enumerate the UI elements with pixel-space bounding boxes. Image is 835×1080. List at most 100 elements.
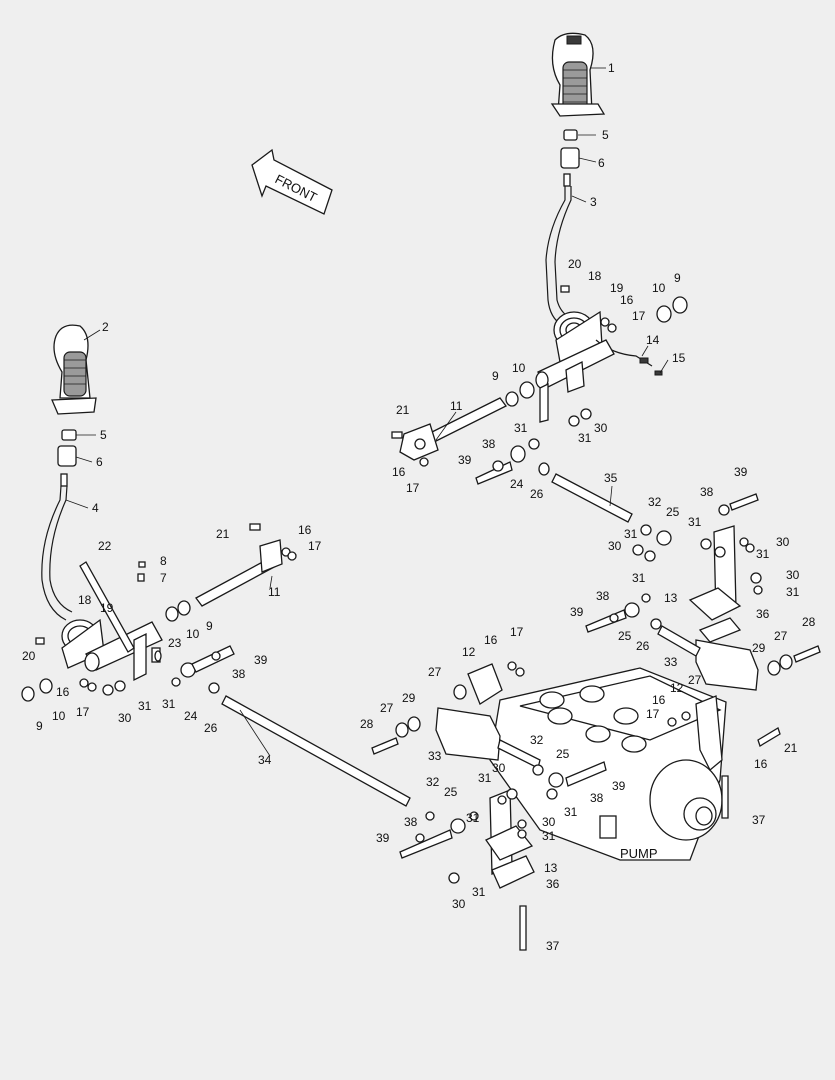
callout-35: 35 — [604, 471, 618, 485]
callout-26b: 26 — [636, 639, 650, 653]
callout-9b: 9 — [492, 369, 499, 383]
callout-38b: 38 — [700, 485, 714, 499]
callout-20b: 20 — [22, 649, 36, 663]
callout-29b: 29 — [752, 641, 766, 655]
callout-38d: 38 — [232, 667, 246, 681]
callout-25c: 25 — [556, 747, 570, 761]
callout-16g: 16 — [754, 757, 768, 771]
callout-17e: 17 — [510, 625, 524, 639]
callout-11: 11 — [450, 399, 463, 413]
callout-25d: 25 — [444, 785, 458, 799]
leader-lines — [65, 67, 669, 757]
callout-9c: 9 — [206, 619, 213, 633]
callout-19: 19 — [610, 281, 624, 295]
callout-25: 25 — [666, 505, 680, 519]
callout-31j: 31 — [478, 771, 492, 785]
callout-32c: 32 — [426, 775, 440, 789]
callout-27: 27 — [428, 665, 442, 679]
callout-31h: 31 — [138, 699, 152, 713]
callout-17c: 17 — [308, 539, 322, 553]
callout-36: 36 — [756, 607, 770, 621]
callout-39d: 39 — [254, 653, 268, 667]
callout-38e: 38 — [590, 791, 604, 805]
callout-19b: 19 — [100, 601, 114, 615]
callout-33b: 33 — [664, 655, 678, 669]
callout-25b: 25 — [618, 629, 632, 643]
callout-31c: 31 — [624, 527, 638, 541]
callout-10c: 10 — [186, 627, 200, 641]
callout-31d: 31 — [688, 515, 702, 529]
callout-39e: 39 — [612, 779, 626, 793]
callout-21c: 21 — [784, 741, 798, 755]
callout-36b: 36 — [546, 877, 560, 891]
callout-30f: 30 — [492, 761, 506, 775]
callout-30: 30 — [594, 421, 608, 435]
callout-28: 28 — [360, 717, 374, 731]
callout-16f: 16 — [652, 693, 666, 707]
callout-31f: 31 — [632, 571, 646, 585]
callout-5b: 5 — [100, 428, 107, 442]
callout-34: 34 — [258, 753, 272, 767]
callout-39: 39 — [458, 453, 472, 467]
callout-30d: 30 — [786, 568, 800, 582]
callout-15: 15 — [672, 351, 686, 365]
callout-39f: 39 — [376, 831, 390, 845]
callout-18b: 18 — [78, 593, 92, 607]
callout-39c: 39 — [570, 605, 584, 619]
callout-32b: 32 — [530, 733, 544, 747]
callout-29: 29 — [402, 691, 416, 705]
callout-10b: 10 — [512, 361, 526, 375]
callout-24: 24 — [510, 477, 524, 491]
callout-37: 37 — [752, 813, 766, 827]
callout-33: 33 — [428, 749, 442, 763]
callout-27d: 27 — [774, 629, 788, 643]
callout-30e: 30 — [118, 711, 132, 725]
callout-31l: 31 — [466, 811, 480, 825]
callout-32: 32 — [648, 495, 662, 509]
callout-37b: 37 — [546, 939, 560, 953]
callout-11b: 11 — [268, 585, 281, 599]
callout-1: 1 — [608, 61, 615, 75]
callout-16e: 16 — [484, 633, 498, 647]
callout-labels: 1 2 3 4 5 5 6 6 7 8 9 9 9 9 10 10 10 10 … — [22, 61, 816, 953]
callout-13b: 13 — [544, 861, 558, 875]
callout-27b: 27 — [380, 701, 394, 715]
callout-16: 16 — [620, 293, 634, 307]
callout-23: 23 — [168, 636, 182, 650]
callout-5: 5 — [602, 128, 609, 142]
callout-12: 12 — [462, 645, 476, 659]
callout-39b: 39 — [734, 465, 748, 479]
callout-16c: 16 — [298, 523, 312, 537]
callout-31: 31 — [514, 421, 528, 435]
callout-9: 9 — [674, 271, 681, 285]
callout-10d: 10 — [52, 709, 66, 723]
callout-10: 10 — [652, 281, 666, 295]
callout-21b: 21 — [216, 527, 230, 541]
callout-30b: 30 — [608, 539, 622, 553]
front-direction-arrow: FRONT — [251, 148, 333, 215]
callout-28b: 28 — [802, 615, 816, 629]
callout-12b: 12 — [670, 681, 684, 695]
callout-31k: 31 — [564, 805, 578, 819]
pump-assembly: PUMP — [371, 493, 821, 951]
callout-27c: 27 — [688, 673, 702, 687]
callout-22: 22 — [98, 539, 112, 553]
callout-20: 20 — [568, 257, 582, 271]
callout-31m: 31 — [542, 829, 556, 843]
callout-31g: 31 — [786, 585, 800, 599]
callout-18: 18 — [588, 269, 602, 283]
callout-26c: 26 — [204, 721, 218, 735]
callout-16b: 16 — [392, 465, 406, 479]
left-joystick-assembly — [21, 324, 411, 807]
callout-6b: 6 — [96, 455, 103, 469]
callout-24b: 24 — [184, 709, 198, 723]
callout-17f: 17 — [646, 707, 660, 721]
callout-38f: 38 — [404, 815, 418, 829]
callout-7: 7 — [160, 571, 167, 585]
callout-31b: 31 — [578, 431, 592, 445]
callout-38c: 38 — [596, 589, 610, 603]
callout-6: 6 — [598, 156, 605, 170]
callout-17: 17 — [632, 309, 646, 323]
